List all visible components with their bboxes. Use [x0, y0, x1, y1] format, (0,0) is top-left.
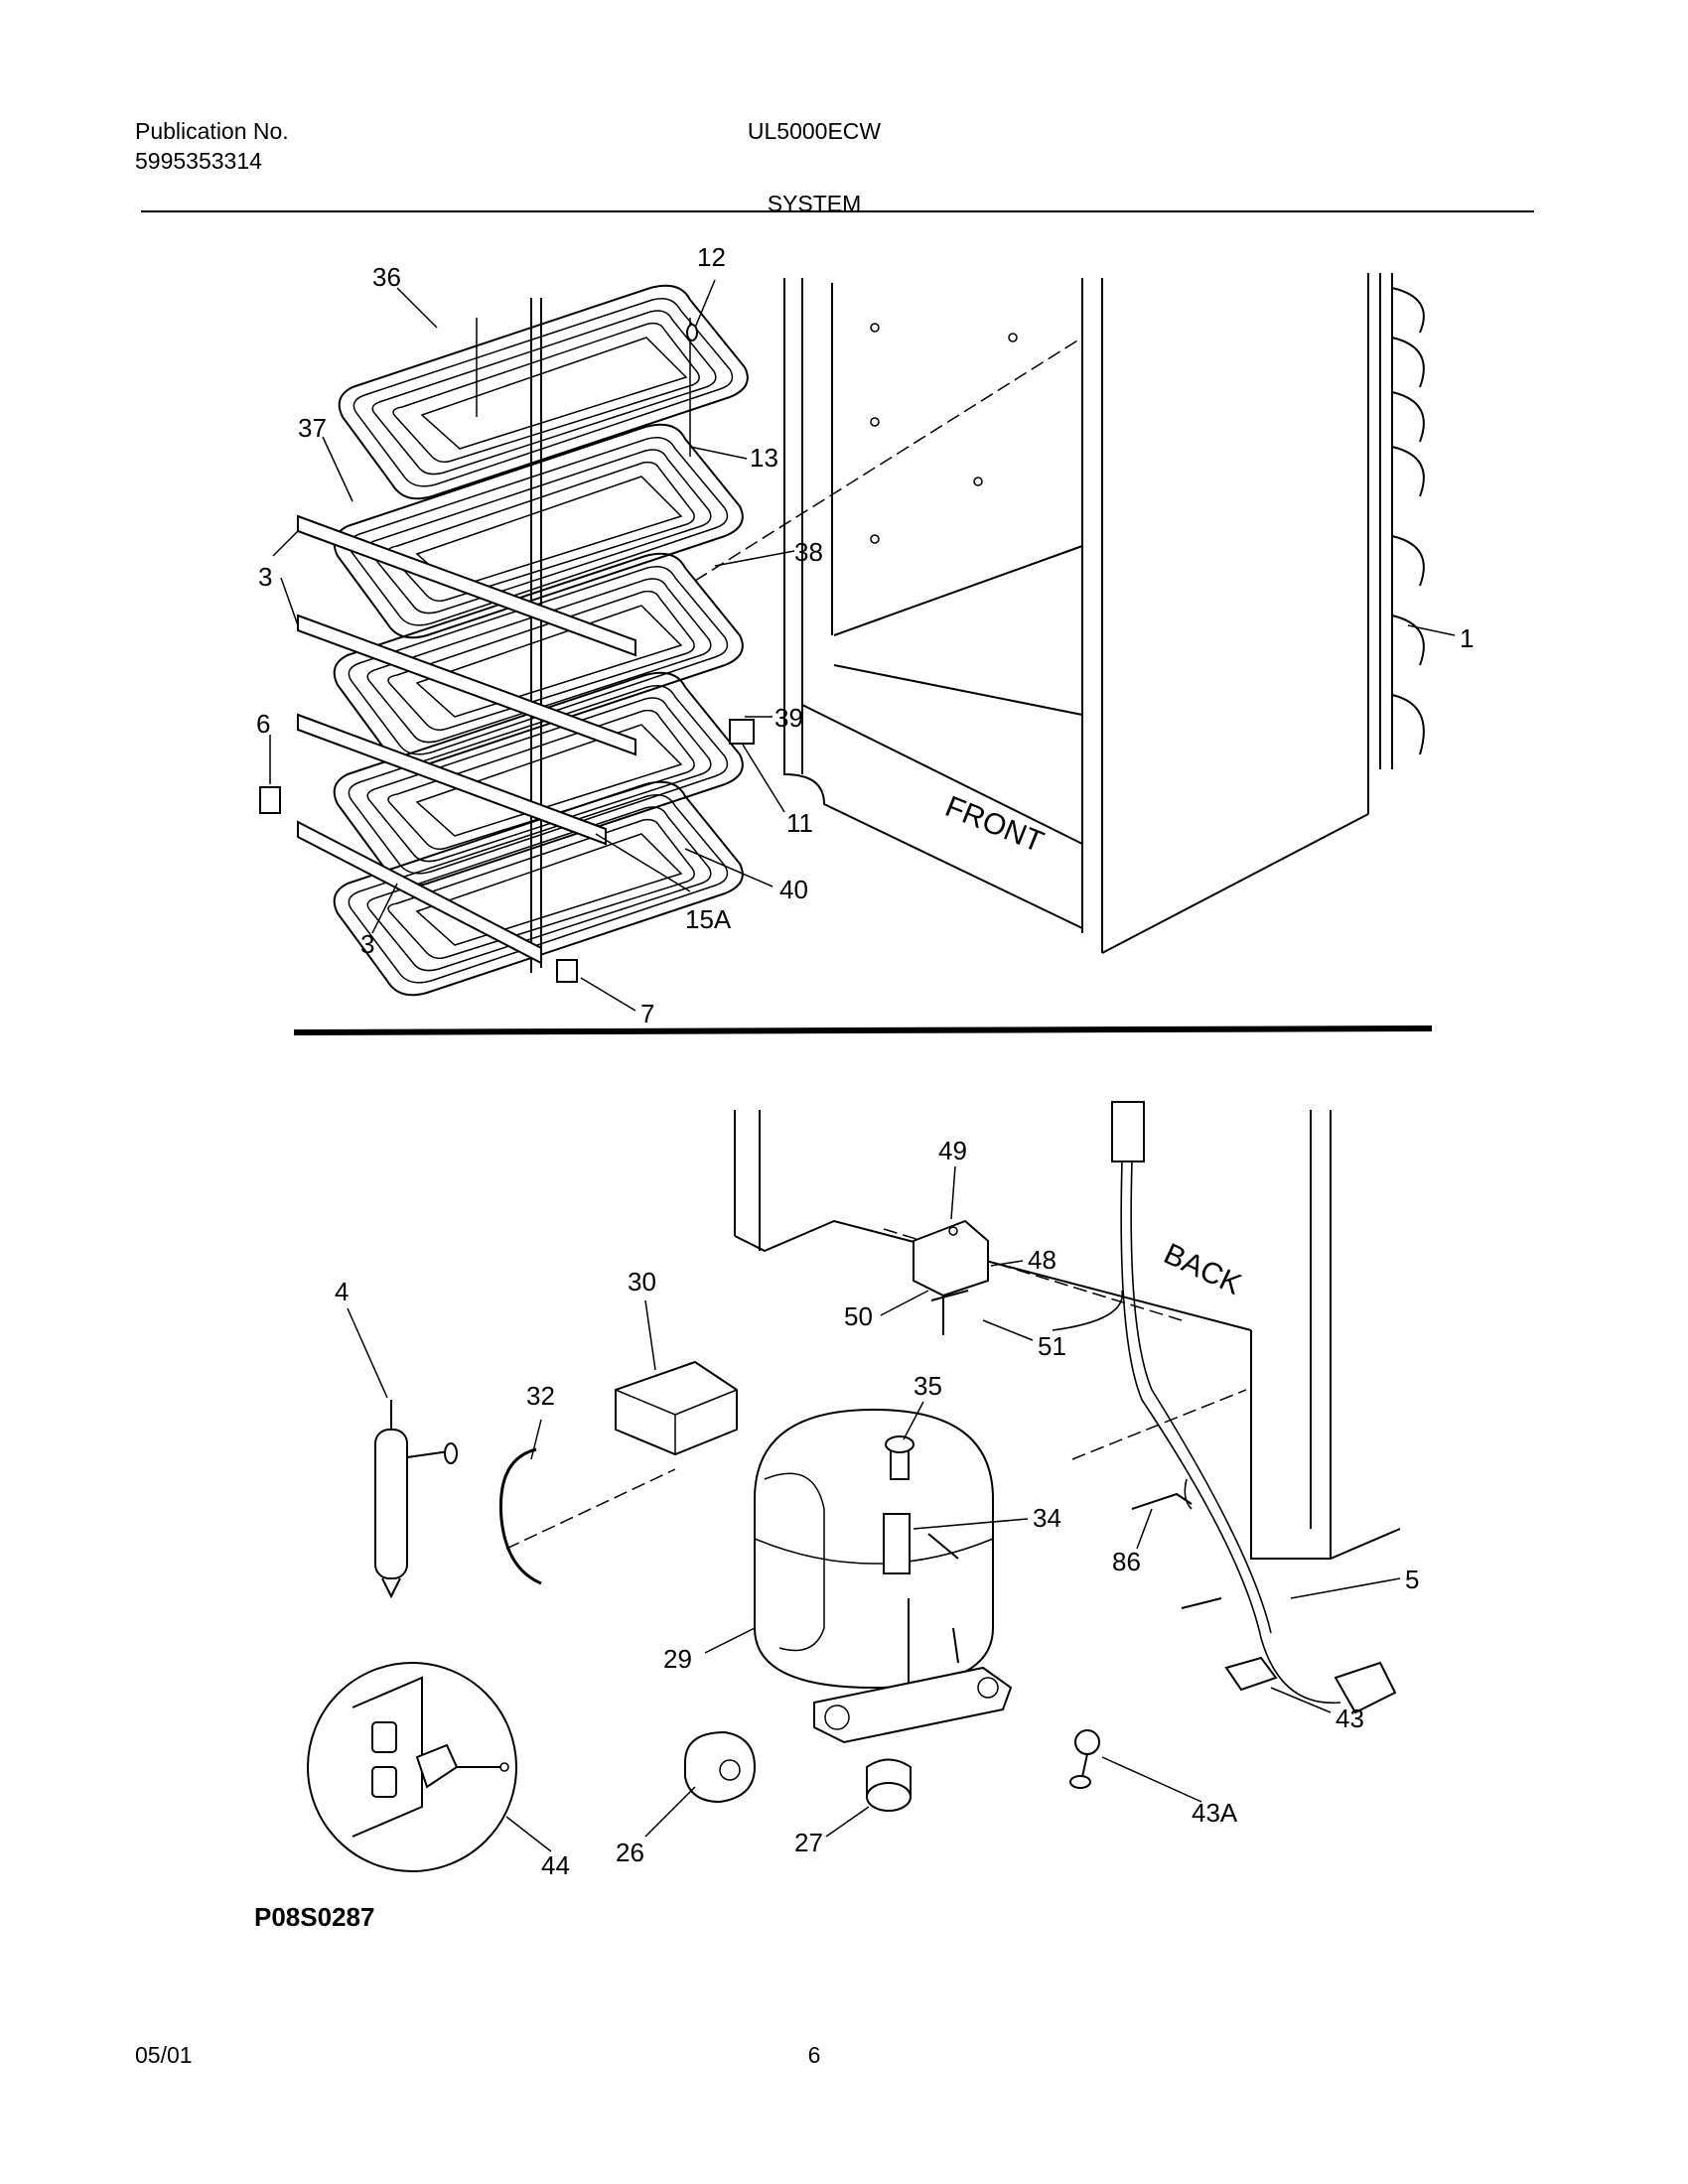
callout-43a: 43A [1192, 1798, 1238, 1828]
cord-clip [1224, 1656, 1278, 1692]
bottom-leader-lines [347, 1165, 1401, 1852]
callout-26: 26 [616, 1838, 644, 1867]
top-leader-lines [269, 279, 1456, 1012]
rubber-grommet [866, 1758, 912, 1812]
callout-3b: 3 [360, 929, 374, 959]
callout-48: 48 [1028, 1245, 1056, 1275]
section-divider [293, 1025, 1433, 1035]
cable-clamp [1069, 1729, 1100, 1789]
callout-51: 51 [1038, 1331, 1066, 1361]
callout-29: 29 [663, 1644, 692, 1674]
filter-drier [374, 1400, 458, 1599]
publication-date: 05/01 [135, 2042, 193, 2068]
publication-number: 5995353314 [135, 148, 262, 174]
callout-86: 86 [1112, 1547, 1141, 1576]
callout-37: 37 [298, 413, 327, 443]
callout-43: 43 [1336, 1704, 1364, 1733]
grommet-sleeve [684, 1730, 757, 1804]
publication-label: Publication No. [135, 118, 289, 144]
callout-3a: 3 [258, 562, 272, 592]
callout-35: 35 [914, 1371, 942, 1401]
callout-12: 12 [697, 242, 726, 272]
shelf-front-rails [297, 514, 636, 965]
callout-44: 44 [541, 1850, 570, 1880]
overload-wire [498, 1447, 542, 1585]
figure-code: P08S0287 [254, 1902, 375, 1932]
callout-5: 5 [1405, 1565, 1419, 1594]
callout-27: 27 [794, 1828, 823, 1857]
callout-13: 13 [750, 443, 778, 473]
fastener-parts-top [259, 324, 755, 983]
callout-32: 32 [526, 1381, 555, 1411]
callout-49: 49 [938, 1136, 967, 1165]
start-relay [615, 1360, 738, 1456]
outlet-inset [307, 1662, 517, 1872]
callout-38: 38 [794, 537, 823, 567]
callout-40: 40 [779, 875, 808, 904]
defrost-timer [913, 1219, 989, 1335]
callout-34: 34 [1033, 1503, 1061, 1533]
compressor [754, 1408, 1013, 1744]
callout-11: 11 [786, 808, 813, 838]
callout-39: 39 [774, 703, 803, 733]
model-number: UL5000ECW [747, 118, 882, 144]
callout-6: 6 [256, 709, 270, 739]
callout-36: 36 [372, 262, 401, 292]
freezer-cabinet [694, 278, 1369, 954]
callout-30: 30 [628, 1267, 656, 1297]
callout-1: 1 [1460, 623, 1474, 653]
condenser-coil [1367, 273, 1425, 769]
callout-7: 7 [640, 999, 654, 1028]
header-rule [141, 210, 1534, 212]
page-number: 6 [807, 2042, 821, 2068]
callout-50: 50 [844, 1301, 873, 1331]
callout-4: 4 [335, 1277, 349, 1306]
cabinet-label-back: BACK [1159, 1237, 1246, 1300]
power-cord [1052, 1101, 1397, 1714]
callout-15a: 15A [685, 904, 732, 934]
